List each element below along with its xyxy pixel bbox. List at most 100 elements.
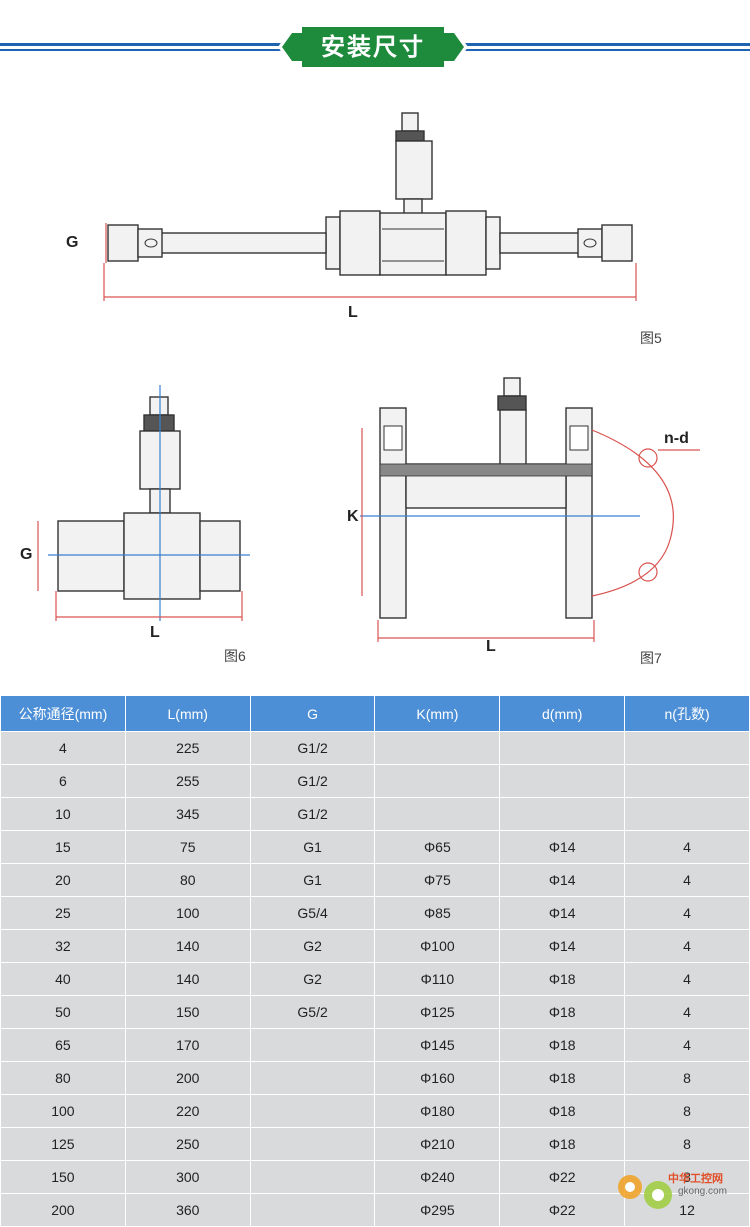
cell-nominal-diameter: 65 bbox=[0, 1028, 126, 1062]
cell-length: 220 bbox=[124, 1094, 251, 1128]
fig7-sensor-knurl bbox=[497, 395, 527, 411]
cell-bolt-circle bbox=[374, 731, 501, 765]
cell-bolt-circle: Φ145 bbox=[374, 1028, 501, 1062]
col-bolt-circle: K(mm) bbox=[374, 695, 501, 732]
fig7-bolt-circle-arc bbox=[591, 429, 674, 597]
fig7-nd-label: n-d bbox=[664, 430, 689, 447]
cell-hole-diameter: Φ14 bbox=[499, 830, 626, 864]
cell-thread bbox=[249, 1160, 376, 1194]
figure-6-drawing bbox=[37, 385, 250, 621]
cell-nominal-diameter: 200 bbox=[0, 1193, 126, 1227]
fig5-right-nut bbox=[485, 216, 501, 270]
cell-nominal-diameter: 10 bbox=[0, 797, 126, 831]
cell-length: 360 bbox=[124, 1193, 251, 1227]
fig5-sensor-knurl bbox=[395, 130, 425, 142]
fig5-right-coupling bbox=[445, 210, 487, 276]
cell-length: 200 bbox=[124, 1061, 251, 1095]
fig5-g-label: G bbox=[66, 234, 79, 251]
col-thread: G bbox=[249, 695, 376, 732]
cell-hole-count bbox=[624, 797, 750, 831]
cell-nominal-diameter: 80 bbox=[0, 1061, 126, 1095]
cell-bolt-circle: Φ125 bbox=[374, 995, 501, 1029]
cell-hole-diameter: Φ18 bbox=[499, 1127, 626, 1161]
fig5-right-end-collar bbox=[577, 228, 603, 258]
cell-bolt-circle: Φ160 bbox=[374, 1061, 501, 1095]
cell-length: 255 bbox=[124, 764, 251, 798]
cell-length: 150 bbox=[124, 995, 251, 1029]
fig6-left-thread bbox=[57, 520, 125, 592]
cell-hole-count bbox=[624, 731, 750, 765]
cell-hole-diameter: Φ14 bbox=[499, 929, 626, 963]
fig5-sensor-tip bbox=[401, 112, 419, 132]
cell-thread bbox=[249, 1028, 376, 1062]
cell-thread: G2 bbox=[249, 929, 376, 963]
cell-hole-diameter: Φ18 bbox=[499, 995, 626, 1029]
cell-thread: G5/4 bbox=[249, 896, 376, 930]
fig7-upper-wall bbox=[379, 463, 593, 477]
cell-nominal-diameter: 32 bbox=[0, 929, 126, 963]
cell-hole-count: 8 bbox=[624, 1127, 750, 1161]
fig7-caption: 图7 bbox=[640, 650, 662, 666]
fig7-k-label: K bbox=[347, 508, 359, 525]
cell-hole-diameter: Φ18 bbox=[499, 1094, 626, 1128]
cell-hole-count: 4 bbox=[624, 962, 750, 996]
watermark-domain: gkong.com bbox=[678, 1186, 727, 1197]
watermark-brand: 中华工控网 bbox=[668, 1173, 723, 1185]
table-header-row: 公称通径(mm) L(mm) G K(mm) d(mm) n(孔数) bbox=[0, 695, 750, 732]
cell-thread: G1/2 bbox=[249, 731, 376, 765]
fig5-left-coupling bbox=[339, 210, 381, 276]
cell-nominal-diameter: 150 bbox=[0, 1160, 126, 1194]
cell-nominal-diameter: 15 bbox=[0, 830, 126, 864]
fig5-left-end-fitting bbox=[107, 224, 139, 262]
fig6-caption: 图6 bbox=[224, 648, 246, 664]
col-length: L(mm) bbox=[124, 695, 251, 732]
cell-nominal-diameter: 25 bbox=[0, 896, 126, 930]
cell-hole-diameter: Φ14 bbox=[499, 896, 626, 930]
fig7-l-label: L bbox=[486, 638, 496, 655]
cell-length: 80 bbox=[124, 863, 251, 897]
cell-hole-diameter: Φ18 bbox=[499, 1028, 626, 1062]
cell-hole-diameter bbox=[499, 797, 626, 831]
cell-bolt-circle bbox=[374, 797, 501, 831]
cell-hole-diameter: Φ22 bbox=[499, 1160, 626, 1194]
title-banner: 安装尺寸 bbox=[0, 0, 750, 96]
cell-nominal-diameter: 6 bbox=[0, 764, 126, 798]
cell-nominal-diameter: 100 bbox=[0, 1094, 126, 1128]
cell-hole-count: 4 bbox=[624, 929, 750, 963]
cell-nominal-diameter: 20 bbox=[0, 863, 126, 897]
cell-bolt-circle bbox=[374, 764, 501, 798]
figure-5-drawing bbox=[103, 112, 637, 301]
cell-hole-count: 4 bbox=[624, 995, 750, 1029]
cell-hole-diameter: Φ22 bbox=[499, 1193, 626, 1227]
fig5-sensor-body bbox=[395, 140, 433, 200]
fig7-sensor-tip bbox=[503, 377, 521, 397]
col-hole-diameter: d(mm) bbox=[499, 695, 626, 732]
cell-nominal-diameter: 4 bbox=[0, 731, 126, 765]
cell-thread bbox=[249, 1127, 376, 1161]
fig5-center-body bbox=[379, 212, 447, 276]
cell-hole-diameter bbox=[499, 764, 626, 798]
cell-hole-count: 4 bbox=[624, 896, 750, 930]
cell-length: 170 bbox=[124, 1028, 251, 1062]
cell-hole-count: 4 bbox=[624, 830, 750, 864]
cell-thread: G1 bbox=[249, 863, 376, 897]
title-badge bbox=[278, 24, 468, 70]
cell-hole-diameter: Φ18 bbox=[499, 962, 626, 996]
cell-length: 250 bbox=[124, 1127, 251, 1161]
cell-length: 300 bbox=[124, 1160, 251, 1194]
cell-hole-diameter bbox=[499, 731, 626, 765]
fig7-sensor-body bbox=[499, 409, 527, 469]
cell-hole-count: 4 bbox=[624, 863, 750, 897]
cell-length: 140 bbox=[124, 962, 251, 996]
col-nominal-diameter: 公称通径(mm) bbox=[0, 695, 126, 732]
cell-hole-count: 8 bbox=[624, 1061, 750, 1095]
